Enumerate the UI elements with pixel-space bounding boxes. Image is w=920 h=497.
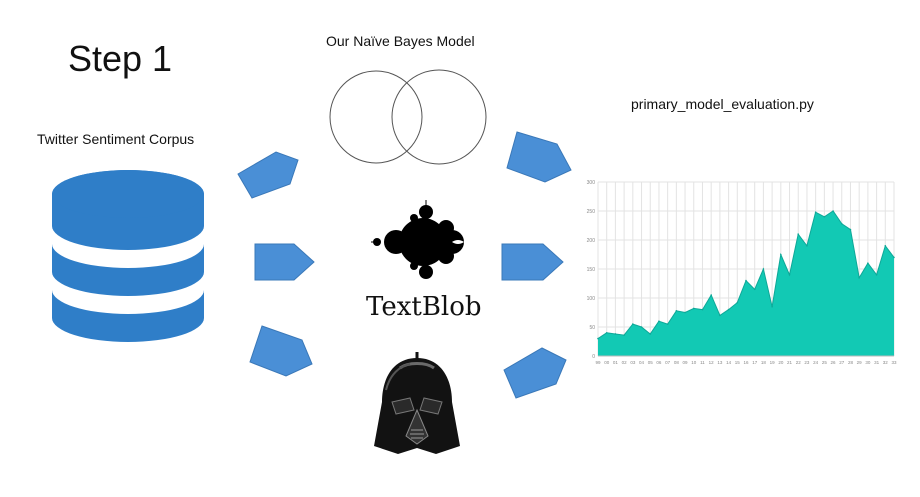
chart-x-tick-label: 19: [770, 360, 776, 365]
evaluation-label: primary_model_evaluation.py: [631, 96, 814, 112]
chart-x-tick-label: 16: [743, 360, 749, 365]
chart-x-tick-label: 23: [804, 360, 810, 365]
arrow-to-textblob: [254, 243, 315, 281]
database-icon: [52, 170, 204, 342]
chart-data-point: [719, 314, 721, 317]
chart-y-tick-label: 200: [587, 238, 596, 244]
corpus-label: Twitter Sentiment Corpus: [37, 131, 195, 147]
chart-x-tick-label: 13: [717, 360, 723, 365]
chart-data-point: [814, 211, 817, 213]
chart-data-point: [658, 320, 660, 322]
chart-x-tick-label: 30: [865, 360, 871, 365]
chart-data-point: [597, 337, 599, 340]
chart-data-point: [823, 216, 826, 218]
chart-data-point: [780, 253, 782, 256]
chart-data-point: [640, 326, 643, 328]
chart-data-point: [632, 323, 634, 325]
chart-x-tick-label: 27: [839, 360, 845, 365]
chart-x-tick-label: 29: [857, 360, 863, 365]
arrow-from-naive-bayes: [506, 131, 572, 183]
chart-x-tick-label: 33: [891, 360, 897, 365]
chart-x-tick-label: 07: [665, 360, 671, 365]
venn-diagram-icon: [329, 69, 487, 165]
chart-y-tick-label: 150: [587, 267, 596, 273]
chart-data-point: [858, 276, 860, 279]
chart-x-tick-label: 21: [787, 360, 793, 365]
chart-data-point: [893, 256, 895, 259]
chart-data-point: [797, 233, 800, 235]
chart-x-tick-label: 05: [648, 360, 654, 365]
chart-x-tick-label: 01: [613, 360, 619, 365]
chart-x-tick-label: 24: [813, 360, 819, 365]
chart-data-point: [771, 305, 773, 308]
step-title: Step 1: [68, 38, 173, 79]
chart-data-point: [727, 308, 730, 311]
chart-x-tick-label: 31: [874, 360, 880, 365]
chart-data-point: [666, 323, 669, 325]
chart-y-tick-label: 0: [592, 354, 595, 360]
chart-y-tick-label: 50: [589, 325, 595, 331]
naive-bayes-label: Our Naïve Bayes Model: [326, 33, 475, 49]
chart-data-point: [692, 307, 695, 310]
chart-y-tick-label: 300: [587, 180, 596, 186]
chart-x-tick-label: 20: [778, 360, 784, 365]
chart-x-tick-label: 28: [848, 360, 854, 365]
chart-x-tick-label: 11: [700, 360, 705, 365]
chart-data-point: [684, 311, 686, 314]
chart-data-point: [849, 228, 852, 231]
chart-data-point: [884, 245, 887, 247]
chart-x-tick-label: 06: [656, 360, 662, 365]
chart-x-tick-label: 09: [683, 360, 689, 365]
chart-x-tick-label: 26: [831, 360, 837, 365]
chart-data-point: [762, 268, 765, 270]
chart-data-point: [753, 288, 756, 291]
chart-x-tick-label: 04: [639, 360, 645, 365]
chart-data-point: [605, 332, 608, 334]
chart-data-point: [623, 334, 625, 336]
chart-data-point: [840, 222, 843, 225]
arrow-from-vader: [503, 347, 567, 399]
chart-x-tick-label: 12: [709, 360, 715, 365]
chart-x-tick-label: 03: [630, 360, 636, 365]
chart-x-tick-label: 17: [752, 360, 758, 365]
chart-x-tick-label: 99: [595, 360, 601, 365]
arrow-to-naive-bayes: [237, 151, 299, 199]
chart-data-point: [614, 333, 617, 335]
arrow-to-vader: [249, 325, 313, 377]
chart-data-point: [806, 245, 808, 247]
chart-x-tick-label: 02: [622, 360, 628, 365]
mandelbrot-icon: [371, 200, 464, 279]
chart-x-tick-label: 32: [883, 360, 889, 365]
chart-data-point: [736, 301, 739, 304]
chart-x-tick-label: 10: [691, 360, 697, 365]
chart-x-tick-label: 15: [735, 360, 741, 365]
chart-data-point: [701, 308, 704, 311]
chart-data-point: [649, 333, 652, 335]
arrow-from-textblob: [501, 243, 564, 281]
chart-y-tick-label: 250: [587, 209, 596, 215]
chart-x-tick-label: 25: [822, 360, 828, 365]
textblob-label: TextBlob: [366, 292, 482, 322]
chart-x-tick-label: 18: [761, 360, 767, 365]
chart-data-point: [832, 210, 834, 212]
chart-x-tick-label: 00: [604, 360, 610, 365]
chart-x-tick-label: 08: [674, 360, 680, 365]
chart-data-point: [710, 294, 712, 296]
chart-data-point: [675, 309, 678, 312]
chart-y-tick-label: 100: [587, 296, 596, 302]
chart-x-tick-label: 22: [796, 360, 802, 365]
chart-area-series: [598, 211, 894, 356]
chart-data-point: [867, 262, 869, 264]
darth-vader-helmet-icon: [374, 352, 460, 454]
chart-data-point: [875, 274, 878, 276]
chart-x-tick-label: 14: [726, 360, 732, 365]
chart-data-point: [745, 279, 747, 282]
chart-data-point: [788, 274, 791, 276]
